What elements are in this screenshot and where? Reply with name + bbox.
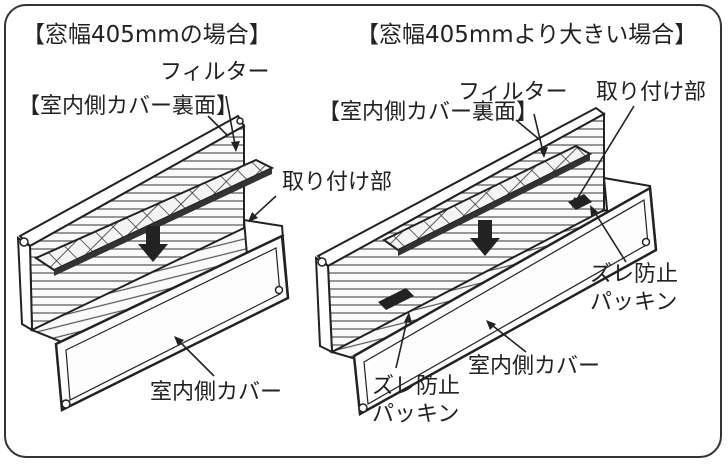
right-mount-label: 取り付け部 <box>596 80 707 105</box>
leader-right-packing-l <box>395 315 409 369</box>
arrowhead-right-mount <box>572 197 581 208</box>
leader-arrowheads <box>174 141 598 346</box>
right-cover-unit <box>314 106 658 417</box>
right-heading: 【窓幅405mmより大きい場合】 <box>356 22 698 48</box>
right-screw-bottom <box>358 403 368 413</box>
diagram-frame <box>4 4 722 458</box>
leader-right-cover <box>487 321 527 353</box>
left-screw <box>19 237 29 247</box>
left-cover-label: 室内側カバー <box>150 380 283 405</box>
left-heading: 【窓幅405mmの場合】 <box>22 22 272 48</box>
leader-left-cover <box>175 337 215 377</box>
leader-right-back <box>515 119 541 141</box>
right-front-cover <box>352 185 658 417</box>
right-screw <box>317 257 327 267</box>
right-packing-label-2: パッキン <box>590 290 678 315</box>
arrowhead-right-packing-r <box>590 205 598 216</box>
left-back-label: 【室内側カバー裏面】 <box>18 94 239 119</box>
left-screw-bottom <box>61 399 71 409</box>
right-screw-right <box>641 237 651 247</box>
left-screw-right <box>274 285 284 295</box>
arrowhead-right-packing-l <box>404 312 412 323</box>
left-packing-label-1: ズレ防止 <box>372 374 461 399</box>
leader-right-packing-r <box>591 207 627 263</box>
arrowhead-right-cover <box>486 320 496 330</box>
left-packing-label-2: パッキン <box>372 402 460 427</box>
arrowhead-right-filter <box>539 147 548 158</box>
left-filter-edge <box>54 168 272 276</box>
right-packing-label-1: ズレ防止 <box>590 262 679 287</box>
arrowhead-left-cover <box>174 336 184 346</box>
right-packing-left <box>378 288 414 310</box>
left-end-cap <box>16 236 34 332</box>
left-screw-top <box>236 117 244 125</box>
leader-left-filter <box>225 95 237 151</box>
right-filter-label: フィルター <box>458 80 568 105</box>
left-front-cover <box>54 234 290 412</box>
left-cover-unit <box>16 114 290 412</box>
arrowhead-left-mount <box>248 212 258 222</box>
right-cover-label: 室内側カバー <box>468 354 601 379</box>
left-mount-label: 取り付け部 <box>282 170 393 195</box>
right-insert-arrow <box>470 220 500 256</box>
leader-left-back <box>207 115 229 137</box>
left-insert-arrow <box>138 226 168 262</box>
left-filter-label: フィルター <box>160 60 270 85</box>
arrowhead-left-filter <box>231 141 240 152</box>
right-back-label: 【室内側カバー裏面】 <box>318 100 539 125</box>
leader-right-mount <box>573 105 635 205</box>
right-filter-edge <box>398 154 590 256</box>
